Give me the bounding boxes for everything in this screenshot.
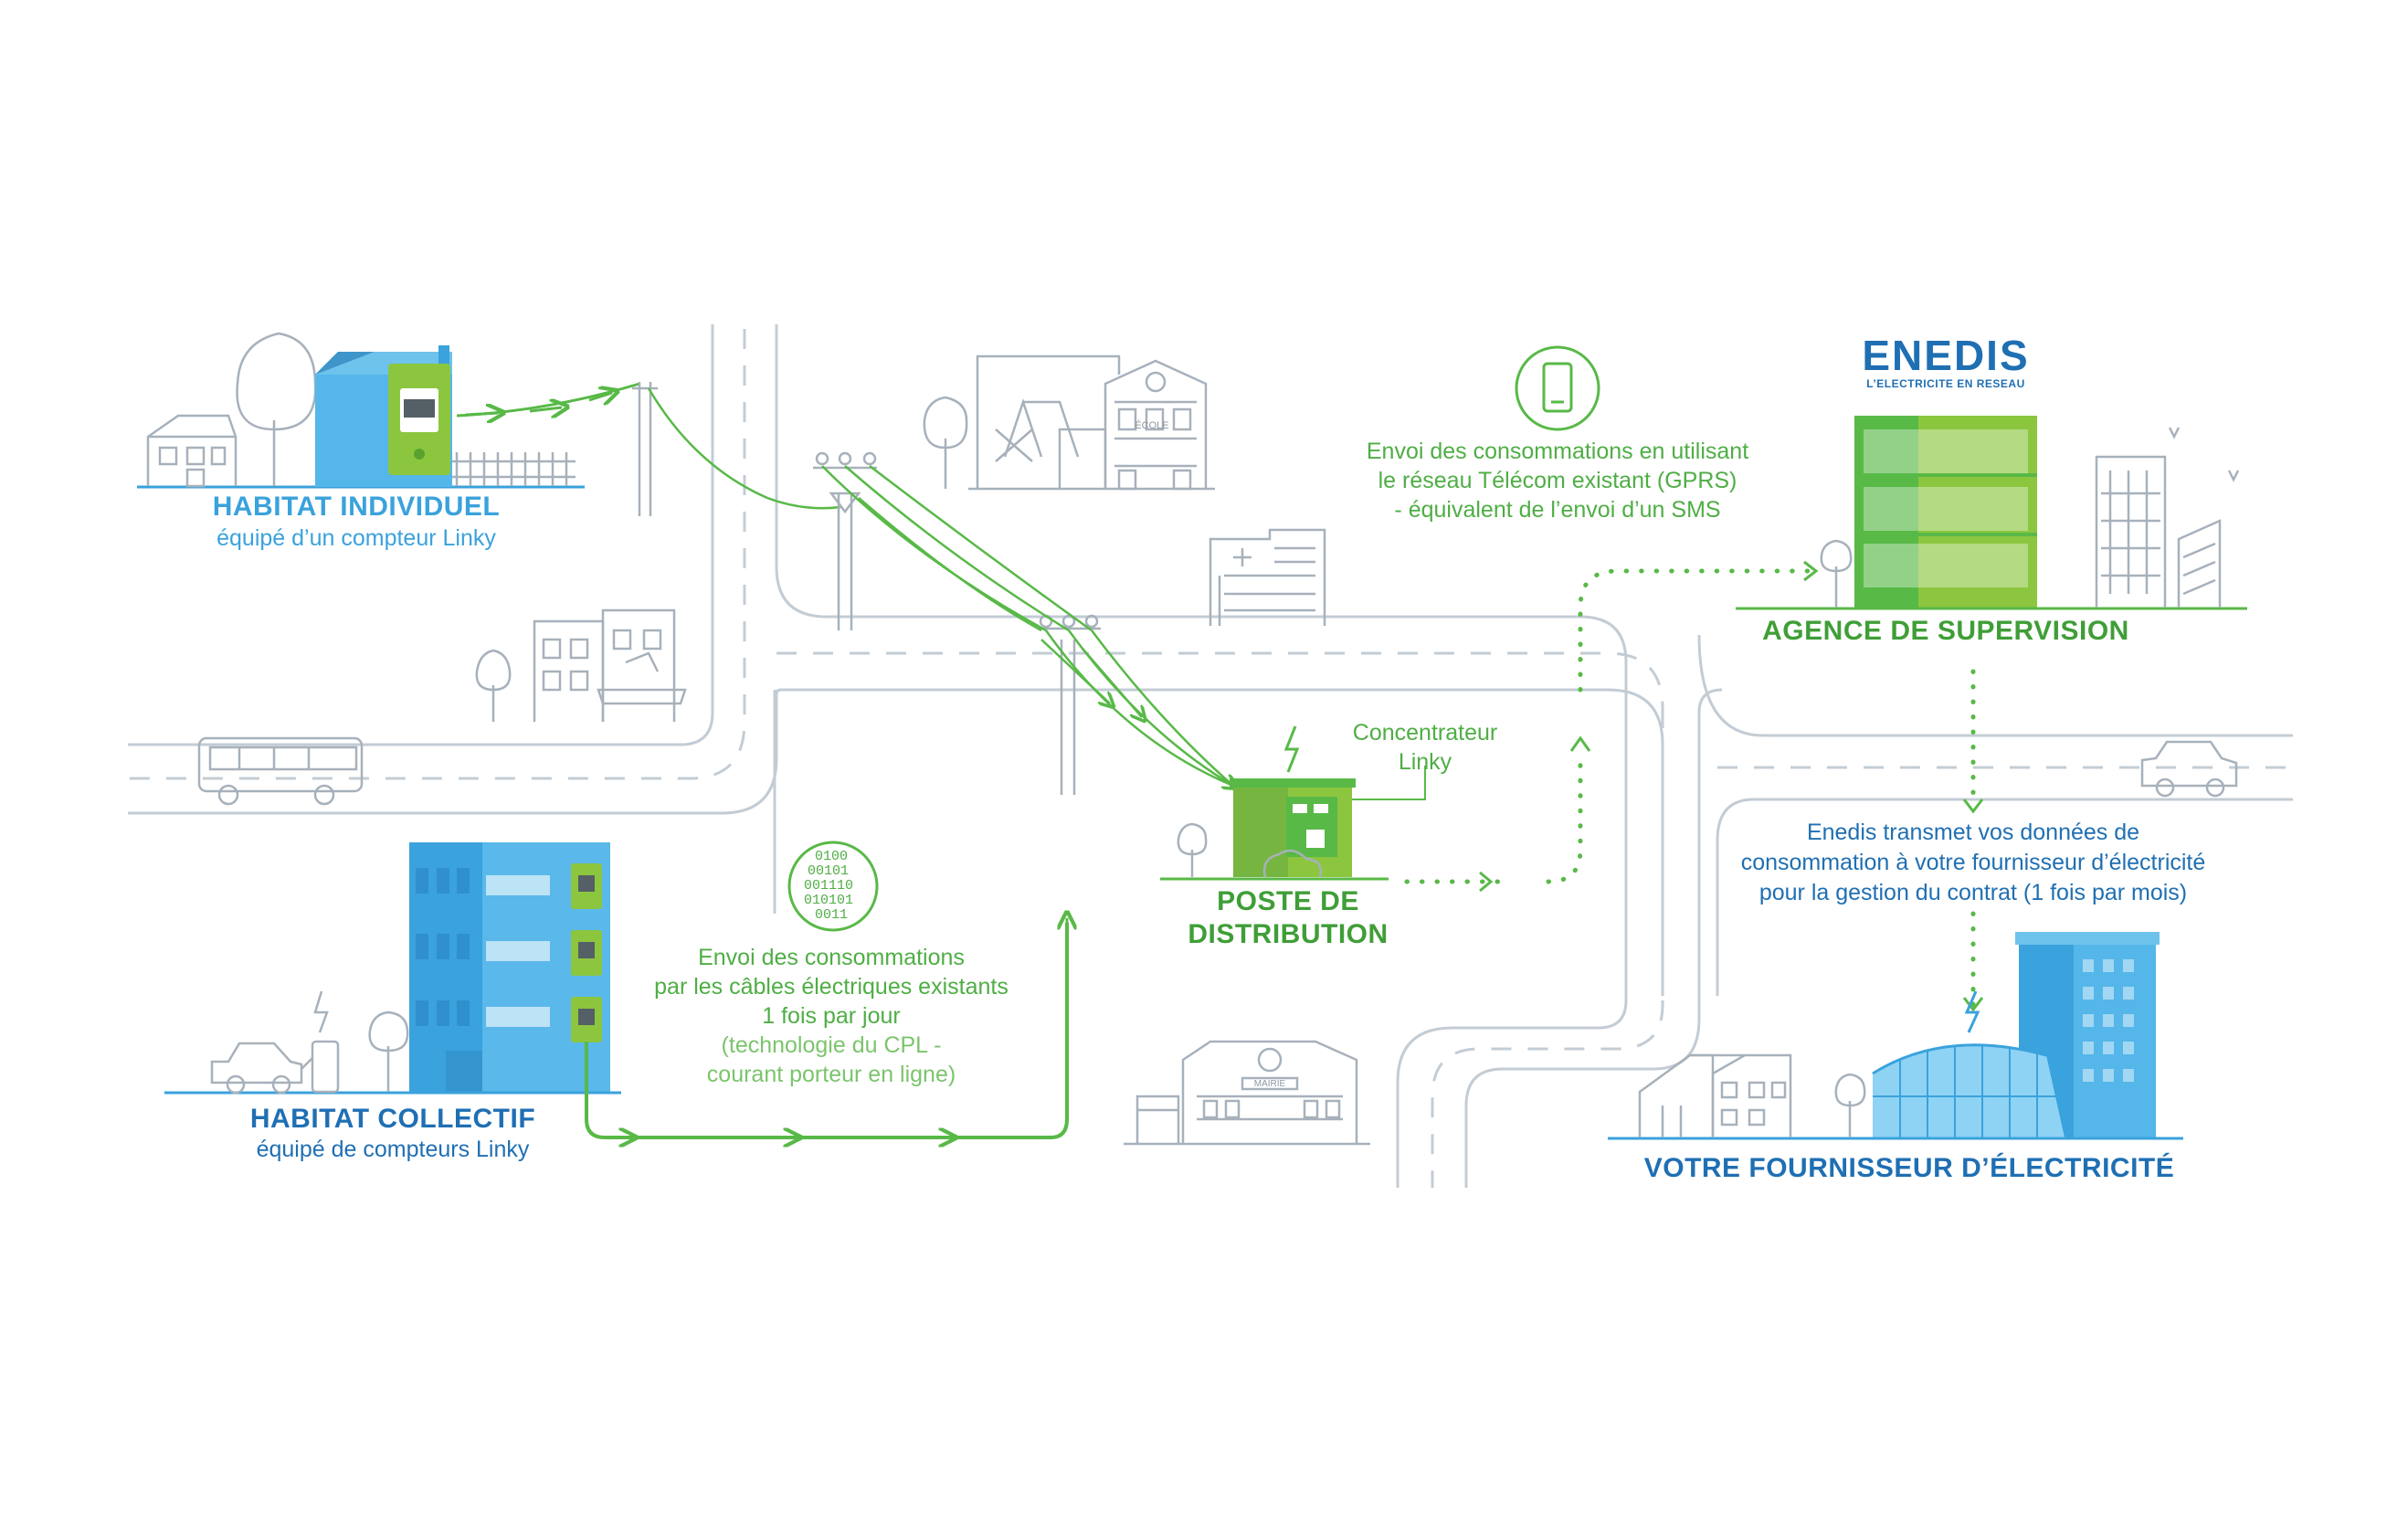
- gprs-dotted-path: [1404, 568, 1976, 1008]
- habitat-individuel-subtitle: équipé d’un compteur Linky: [217, 525, 496, 551]
- binary-line: 0011: [815, 907, 849, 923]
- smartphone-icon: [1515, 345, 1600, 431]
- tower-buildings: [1820, 427, 2240, 608]
- apartment-building-icon: [409, 842, 610, 1092]
- car-icon: [2140, 740, 2238, 798]
- habitat-collectif-subtitle: équipé de compteurs Linky: [256, 1137, 530, 1162]
- fournisseur-title: VOTRE FOURNISSEUR D’ÉLECTRICITÉ: [1643, 1153, 2175, 1183]
- car-icon: [210, 1042, 303, 1095]
- habitat-collectif-title: HABITAT COLLECTIF: [249, 1104, 536, 1134]
- enedis-tagline: L’ELECTRICITE EN RESEAU: [1866, 377, 2025, 390]
- transmission-note-line3: pour la gestion du contrat (1 fois par m…: [1758, 880, 2188, 905]
- small-house-icon: [146, 414, 238, 488]
- power-pole-icon: [632, 382, 658, 516]
- habitat-individuel-title: HABITAT INDIVIDUEL: [212, 492, 501, 522]
- substation-icon: [1230, 778, 1356, 877]
- cpl-note: Envoi des consommations par les câbles é…: [630, 943, 1032, 1089]
- lightning-icon: [1283, 725, 1300, 773]
- tree-icon: [236, 332, 317, 486]
- binary-line: 00101: [808, 863, 850, 879]
- dotted-path-arrows: [1479, 560, 1984, 1012]
- collectif-to-pole-cable: [585, 918, 1067, 1137]
- cpl-note-line2: par les câbles électriques existants: [654, 974, 1009, 1000]
- shop-icon: [475, 608, 687, 722]
- house-to-pole-cable: [456, 382, 640, 416]
- transmission-note-line2: consommation à votre fournisseur d’élect…: [1740, 850, 2206, 875]
- power-pole-icon: [813, 451, 877, 630]
- pole-cable: [647, 387, 841, 510]
- town-hall-icon: [1124, 1040, 1370, 1146]
- hospital-icon: [1209, 528, 1326, 626]
- school-icon: [923, 354, 1215, 491]
- house-icon: [315, 345, 452, 487]
- poste-title-line2: DISTRIBUTION: [1188, 919, 1389, 949]
- transmission-note: Enedis transmet vos données de consommat…: [1690, 818, 2256, 908]
- cpl-note-line3: 1 fois par jour: [762, 1003, 901, 1029]
- concentrateur-pointer: [1352, 766, 1426, 800]
- office-building-icon: [1854, 416, 2037, 608]
- gprs-note-line1: Envoi des consommations en utilisant: [1366, 439, 1749, 464]
- distribution-cables: [821, 465, 1233, 786]
- poste-title-line1: POSTE DE: [1217, 886, 1359, 916]
- fence: [452, 452, 576, 486]
- ev-charger-icon: [301, 990, 340, 1094]
- tree-icon: [368, 1010, 409, 1092]
- binary-line: 010101: [804, 893, 854, 908]
- gprs-note-line2: le réseau Télécom existant (GPRS): [1378, 468, 1737, 493]
- supervision-title: AGENCE DE SUPERVISION: [1762, 616, 2129, 646]
- tree-icon: [1177, 822, 1323, 878]
- cpl-note-line1: Envoi des consommations: [698, 945, 965, 970]
- cpl-note-line5: courant porteur en ligne): [706, 1062, 956, 1087]
- transmission-note-line1: Enedis transmet vos données de: [1806, 820, 2140, 845]
- cpl-note-line4: (technologie du CPL -: [721, 1032, 942, 1058]
- habitat-individuel-scene: [137, 332, 585, 489]
- enedis-logo: ENEDIS L’ELECTRICITE EN RESEAU: [1854, 333, 2037, 390]
- power-pole-icon: [1037, 614, 1101, 795]
- concentrateur-line2: Linky: [1398, 749, 1452, 775]
- binary-line: 0100: [815, 849, 849, 864]
- lightning-icon: [1964, 990, 1980, 1033]
- bus-icon: [197, 736, 364, 806]
- greenhouse-building-icon: [1872, 1043, 2065, 1137]
- concentrateur-line1: Concentrateur: [1352, 720, 1498, 746]
- supplier-houses: [1638, 1053, 1866, 1137]
- binary-data-icon: [787, 841, 879, 932]
- road-dashes: [128, 329, 2293, 1188]
- gprs-note: Envoi des consommations en utilisant le …: [1334, 437, 1781, 524]
- ecole-sign: ÉCOLE: [1135, 420, 1169, 431]
- mairie-sign: MAIRIE: [1253, 1079, 1286, 1089]
- binary-line: 001110: [804, 878, 854, 894]
- binary-data-text: 0100 00101 001110 010101 0011: [804, 850, 853, 923]
- enedis-logo-text: ENEDIS: [1862, 332, 2030, 379]
- gprs-note-line3: - équivalent de l’envoi d’un SMS: [1394, 497, 1721, 523]
